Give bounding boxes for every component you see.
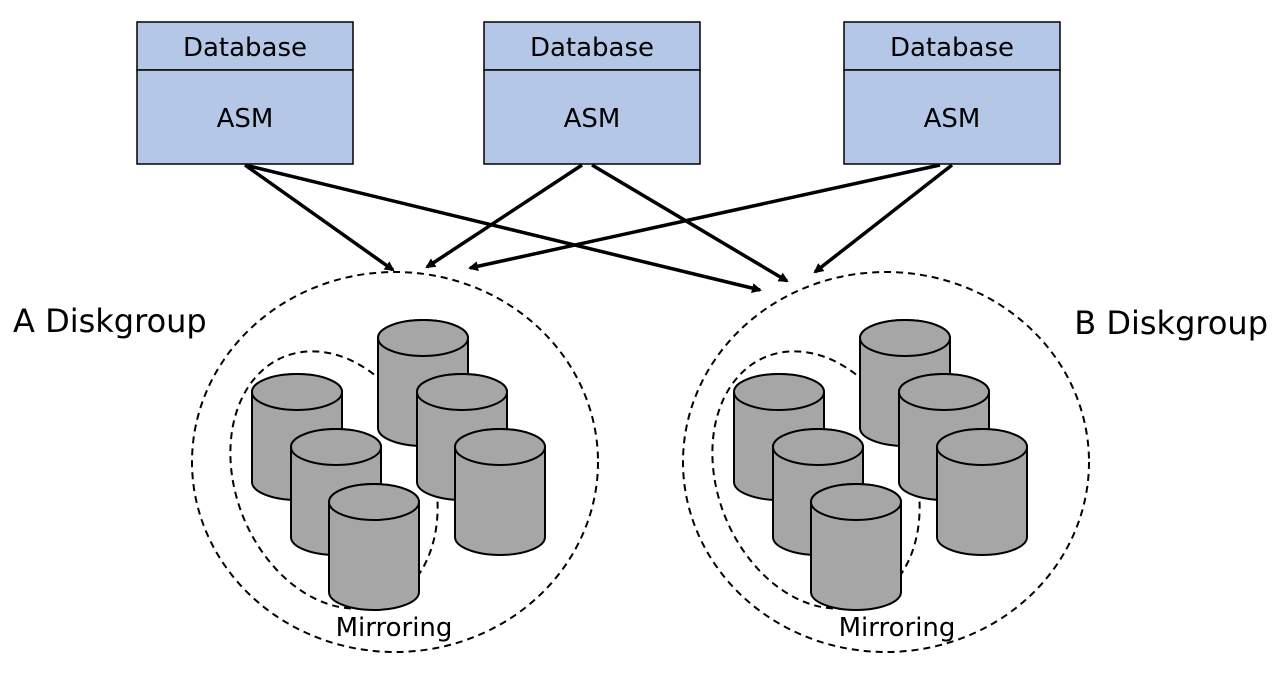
asm-label: ASM xyxy=(564,104,621,134)
asm-cell xyxy=(136,69,354,165)
asm-label: ASM xyxy=(217,104,274,134)
disk-cylinder-icon xyxy=(810,483,902,611)
server-box-1: Database ASM xyxy=(136,21,354,165)
database-label: Database xyxy=(530,33,654,63)
mirroring-b-label: Mirroring xyxy=(839,613,956,643)
disk-cylinder-icon xyxy=(328,483,420,611)
disk-top xyxy=(251,373,343,411)
arrow-server2-to-b xyxy=(591,163,789,283)
database-label: Database xyxy=(890,33,1014,63)
disk-set-a xyxy=(251,319,546,611)
diskgroup-b-label: B Diskgroup xyxy=(1074,304,1268,342)
disk-cylinder-icon xyxy=(936,428,1028,556)
arrow-server2-to-a xyxy=(425,163,583,269)
disk-top xyxy=(898,373,990,411)
disk-top xyxy=(810,483,902,521)
disk-top xyxy=(328,483,420,521)
disk-top xyxy=(377,319,469,357)
disk-top xyxy=(290,428,382,466)
disk-top xyxy=(936,428,1028,466)
disk-cylinder-icon xyxy=(454,428,546,556)
diskgroup-b: B Diskgroup Mirroring xyxy=(682,271,1268,653)
asm-label: ASM xyxy=(924,104,981,134)
diskgroup-a-boundary xyxy=(191,271,599,653)
arrow-server1-to-a xyxy=(243,163,395,272)
disk-top xyxy=(772,428,864,466)
asm-cell xyxy=(483,69,701,165)
server-box-2: Database ASM xyxy=(483,21,701,165)
diskgroup-a-label: A Diskgroup xyxy=(13,302,207,340)
diskgroup-a: A Diskgroup Mirroring xyxy=(13,271,599,653)
database-label: Database xyxy=(183,33,307,63)
disk-top xyxy=(416,373,508,411)
diskgroup-b-boundary xyxy=(682,271,1090,653)
database-cell xyxy=(136,21,354,71)
database-cell xyxy=(483,21,701,71)
mirroring-a-label: Mirroring xyxy=(336,613,453,643)
asm-cell xyxy=(843,69,1061,165)
arrow-server3-to-a xyxy=(468,163,941,272)
arrow-server1-to-b xyxy=(244,163,762,293)
arrow-server3-to-b xyxy=(813,163,954,274)
disk-top xyxy=(859,319,951,357)
connection-arrows xyxy=(243,163,954,293)
server-box-3: Database ASM xyxy=(843,21,1061,165)
disk-top xyxy=(733,373,825,411)
disk-set-b xyxy=(733,319,1028,611)
disk-top xyxy=(454,428,546,466)
